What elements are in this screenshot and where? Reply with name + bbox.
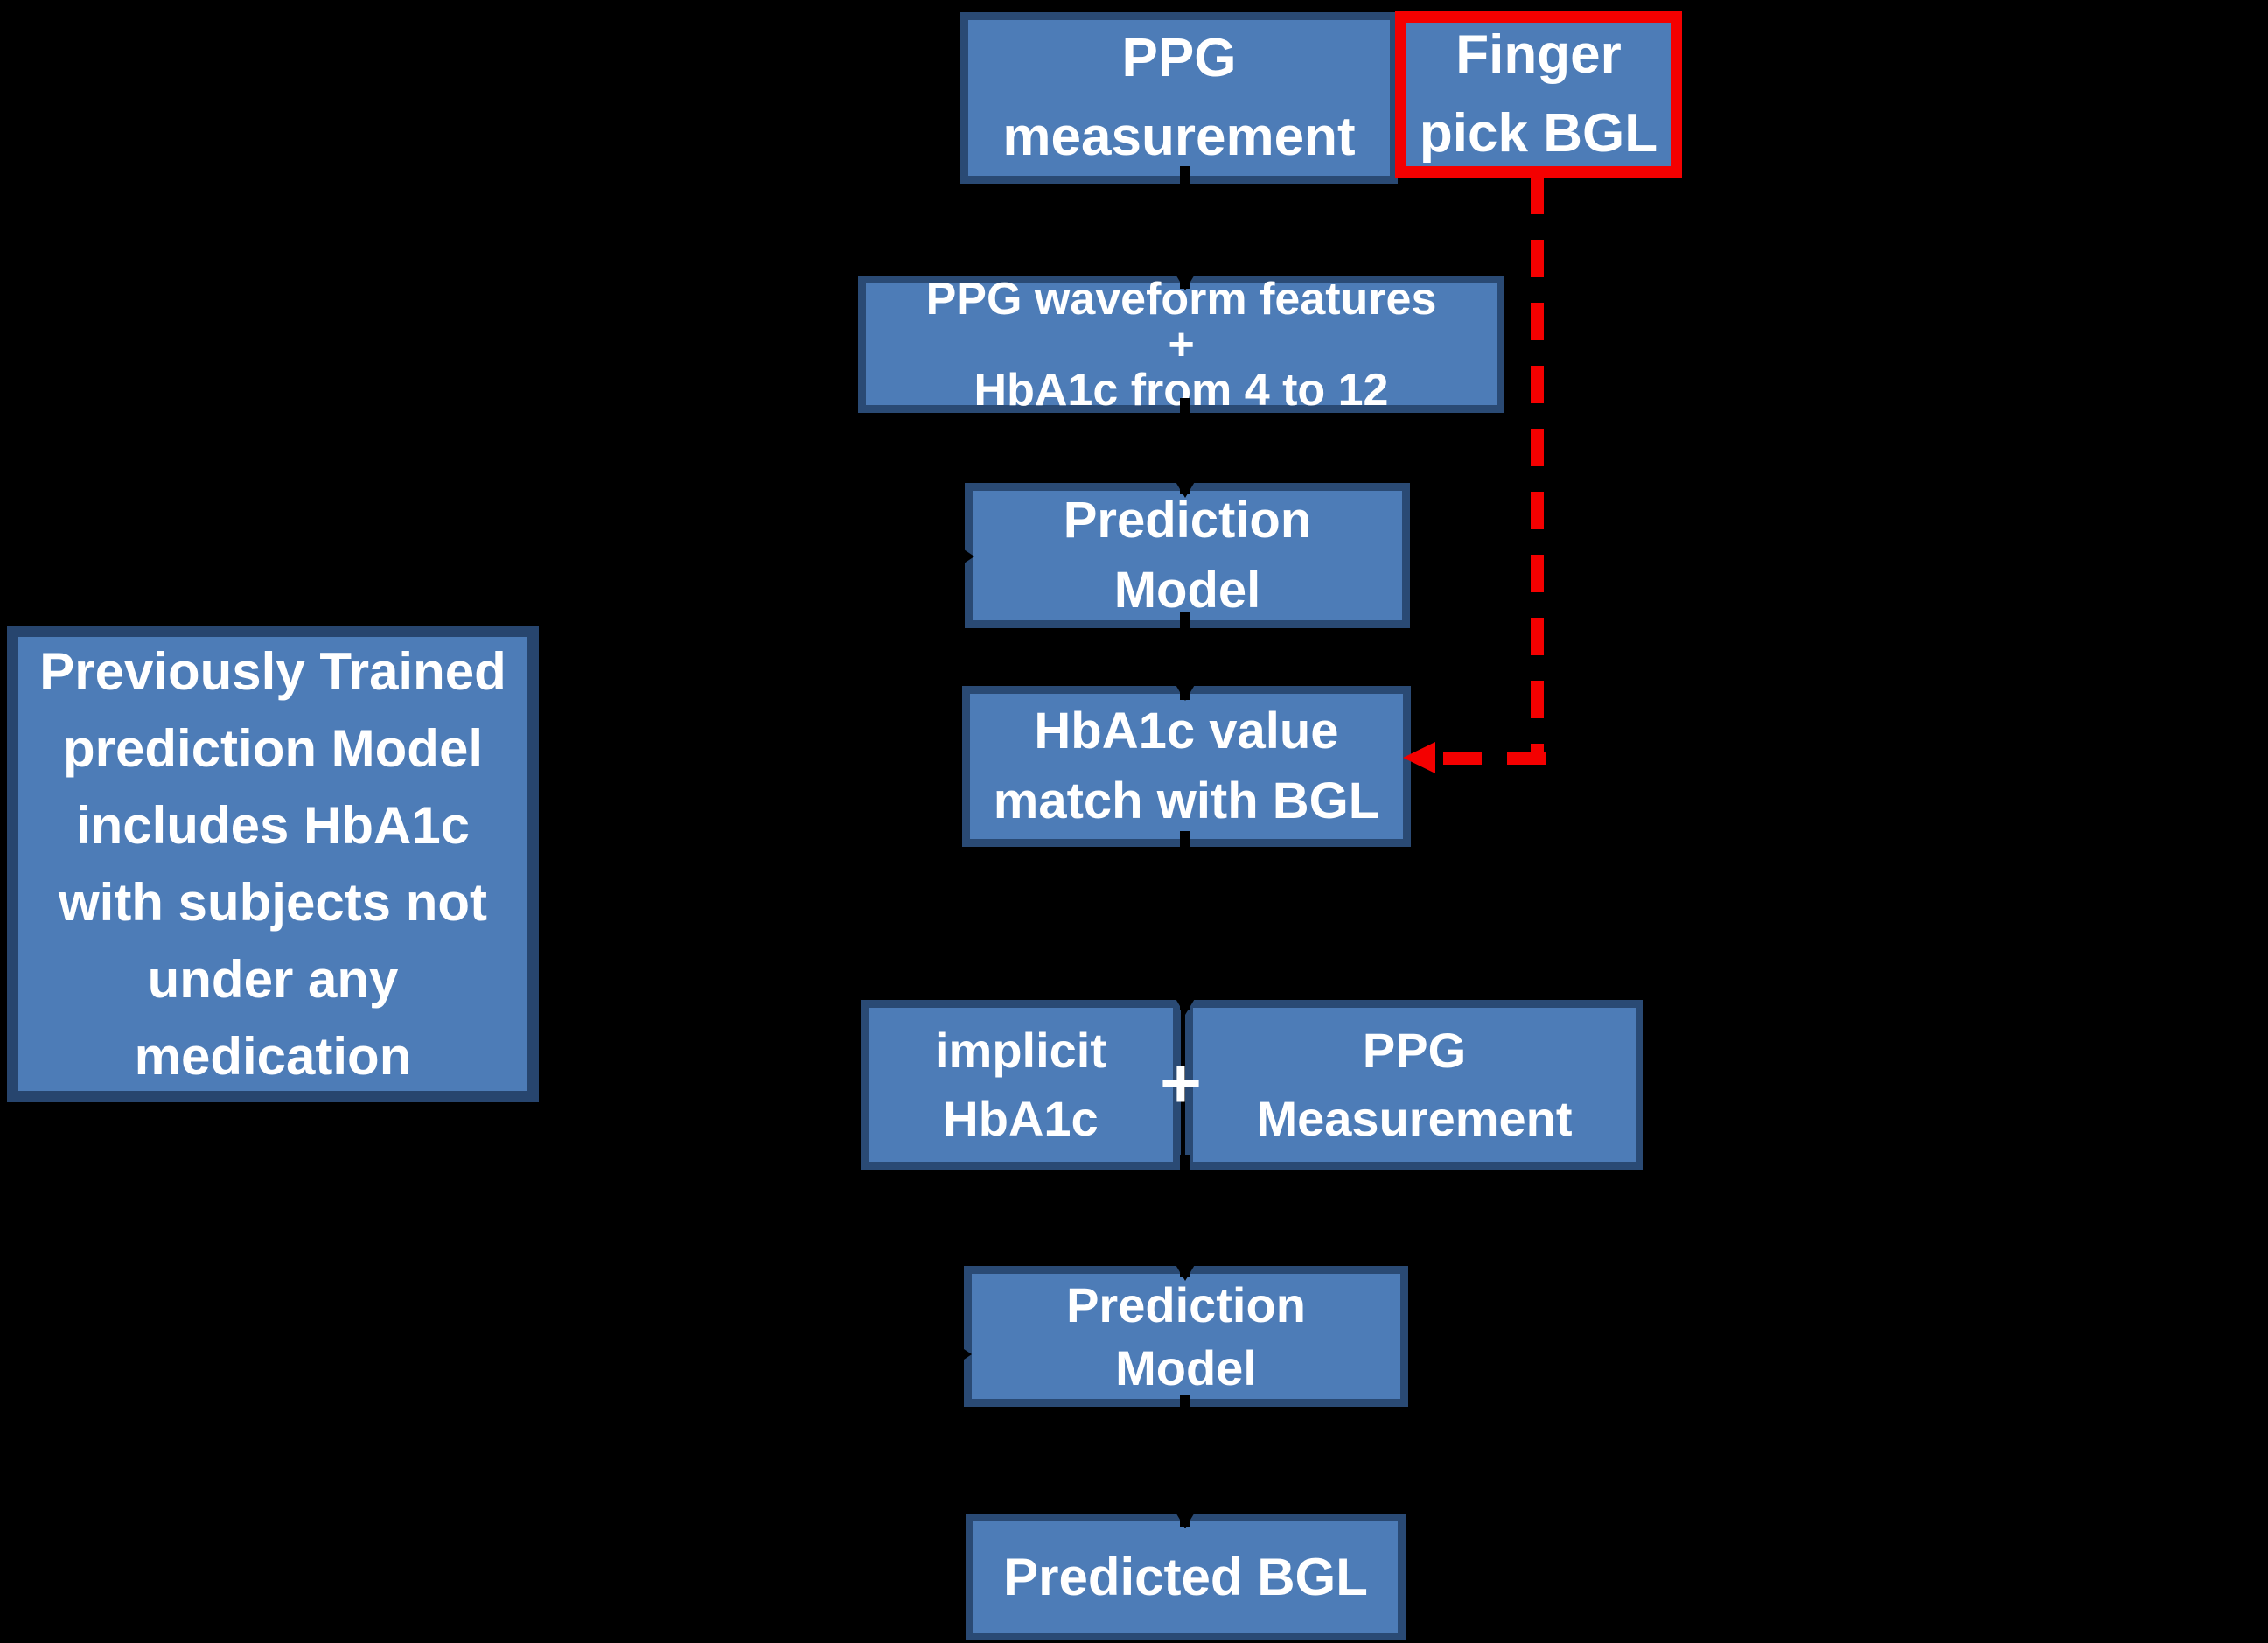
box-label-line: Prediction	[1063, 492, 1312, 549]
box-label-line: under any	[147, 949, 399, 1009]
red-dashed-line-vertical	[1531, 177, 1544, 761]
box-label-line: Finger	[1455, 24, 1622, 85]
connector-line	[1180, 398, 1190, 494]
box-label-line: Model	[1115, 1339, 1257, 1395]
box-prediction-model-2: Prediction Model	[964, 1266, 1408, 1407]
box-label-line: medication	[134, 1026, 412, 1086]
box-label-line: with subjects not	[58, 872, 488, 932]
arrow-down-icon	[1175, 1511, 1196, 1528]
box-label-line: match with BGL	[993, 773, 1380, 829]
arrow-down-icon	[1175, 1263, 1196, 1281]
plus-sign: +	[1160, 1044, 1202, 1123]
arrow-down-icon	[1175, 480, 1196, 498]
box-ppg-measurement: PPG measurement	[960, 12, 1398, 184]
box-label-line: PPG	[1121, 28, 1237, 88]
box-ppg-waveform-features: PPG waveform features + HbA1c from 4 to …	[858, 276, 1504, 413]
box-label-line: HbA1c	[943, 1091, 1099, 1146]
box-predicted-bgl: Predicted BGL	[966, 1514, 1406, 1640]
box-label-line: pick BGL	[1419, 103, 1658, 164]
box-label-line: +	[1168, 318, 1195, 370]
red-arrow-left-icon	[1403, 742, 1435, 773]
connector-line	[542, 555, 951, 558]
arrow-right-icon	[951, 541, 974, 572]
box-label-line: Previously Trained	[39, 641, 506, 701]
red-dashed-line-horizontal	[1434, 752, 1546, 765]
box-label-line: Model	[1113, 562, 1261, 619]
arrow-down-icon	[1175, 683, 1196, 701]
box-ppg-measurement-2: PPG Measurement	[1185, 1000, 1643, 1170]
connector-line	[1180, 612, 1190, 700]
box-label-line: implicit	[934, 1023, 1107, 1078]
box-label-line: includes HbA1c	[75, 795, 471, 855]
arrow-down-icon	[1175, 273, 1196, 290]
connector-line	[542, 1353, 948, 1356]
box-label-line: Prediction	[1066, 1276, 1306, 1332]
box-finger-pick-bgl: Finger pick BGL	[1395, 11, 1682, 178]
connector-line	[1180, 1155, 1190, 1277]
connector-line	[1180, 166, 1190, 289]
box-label-line: PPG	[1362, 1023, 1467, 1078]
box-prediction-model-1: Prediction Model	[965, 483, 1410, 628]
box-label-line: prediction Model	[63, 718, 483, 778]
arrow-right-icon	[948, 1339, 972, 1370]
box-hba1c-value-match: HbA1c value match with BGL	[962, 686, 1411, 847]
box-label-line: Measurement	[1256, 1091, 1573, 1146]
box-label-line: HbA1c value	[1034, 703, 1339, 759]
connector-line	[1180, 1395, 1190, 1527]
box-implicit-hba1c: implicit HbA1c	[861, 1000, 1181, 1170]
box-label-line: Predicted BGL	[1003, 1547, 1368, 1606]
box-label-line: measurement	[1002, 107, 1356, 167]
box-previously-trained-note: Previously Trained prediction Model incl…	[7, 626, 539, 1102]
connector-line	[1180, 831, 1190, 1010]
arrow-down-icon	[1175, 997, 1196, 1015]
